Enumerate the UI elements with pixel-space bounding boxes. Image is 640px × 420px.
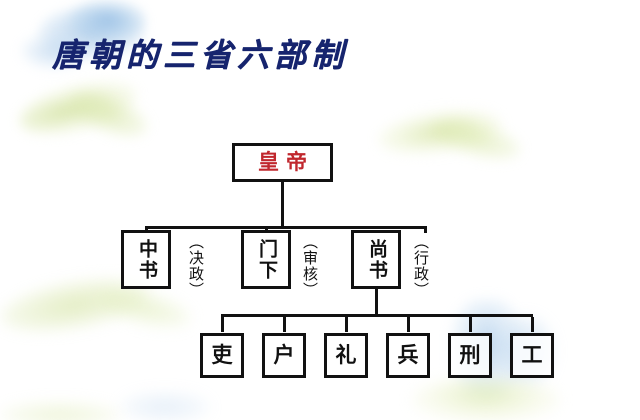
node-zhongshu[interactable]: 中书: [121, 230, 171, 289]
node-ministry-hu[interactable]: 户: [262, 333, 306, 378]
connector-drop-gong: [531, 317, 534, 332]
watercolor-leaf-icon: [412, 378, 560, 420]
watercolor-leaf-icon: [93, 280, 195, 336]
node-ministry-li-rites[interactable]: 礼: [324, 333, 368, 378]
annotation-shangshu: （行政）: [412, 234, 430, 298]
connector-drop-li: [221, 317, 224, 332]
node-ministry-gong[interactable]: 工: [510, 333, 554, 378]
page-title: 唐朝的三省六部制: [52, 36, 349, 74]
connector-drop-zhongshu: [145, 226, 148, 233]
node-ministry-li[interactable]: 吏: [200, 333, 244, 378]
watercolor-leaf-icon: [62, 81, 154, 147]
watercolor-leaf-icon: [375, 103, 505, 161]
watercolor-cloud-icon: [120, 392, 210, 420]
connector-drop-xing: [469, 317, 472, 332]
connector-drop-rli: [345, 317, 348, 332]
connector-drop-shangshu: [424, 226, 427, 233]
node-emperor[interactable]: 皇帝: [232, 143, 333, 182]
node-ministry-bing[interactable]: 兵: [386, 333, 430, 378]
connector-shangshu-trunk: [375, 288, 378, 316]
watercolor-leaf-icon: [0, 402, 120, 420]
connector-drop-bing: [407, 317, 410, 332]
annotation-menxia: （审核）: [301, 234, 319, 298]
annotation-zhongshu: （决政）: [187, 234, 205, 298]
node-shangshu[interactable]: 尚书: [351, 230, 401, 289]
node-menxia[interactable]: 门下: [241, 230, 291, 289]
node-ministry-xing[interactable]: 刑: [448, 333, 492, 378]
watercolor-leaf-icon: [427, 109, 525, 169]
connector-drop-hu: [283, 317, 286, 332]
connector-level2-bus: [145, 226, 427, 229]
watercolor-leaf-icon: [14, 72, 142, 144]
connector-level3-bus: [221, 314, 533, 317]
connector-emperor-trunk: [281, 182, 284, 228]
connector-drop-menxia: [265, 226, 268, 233]
